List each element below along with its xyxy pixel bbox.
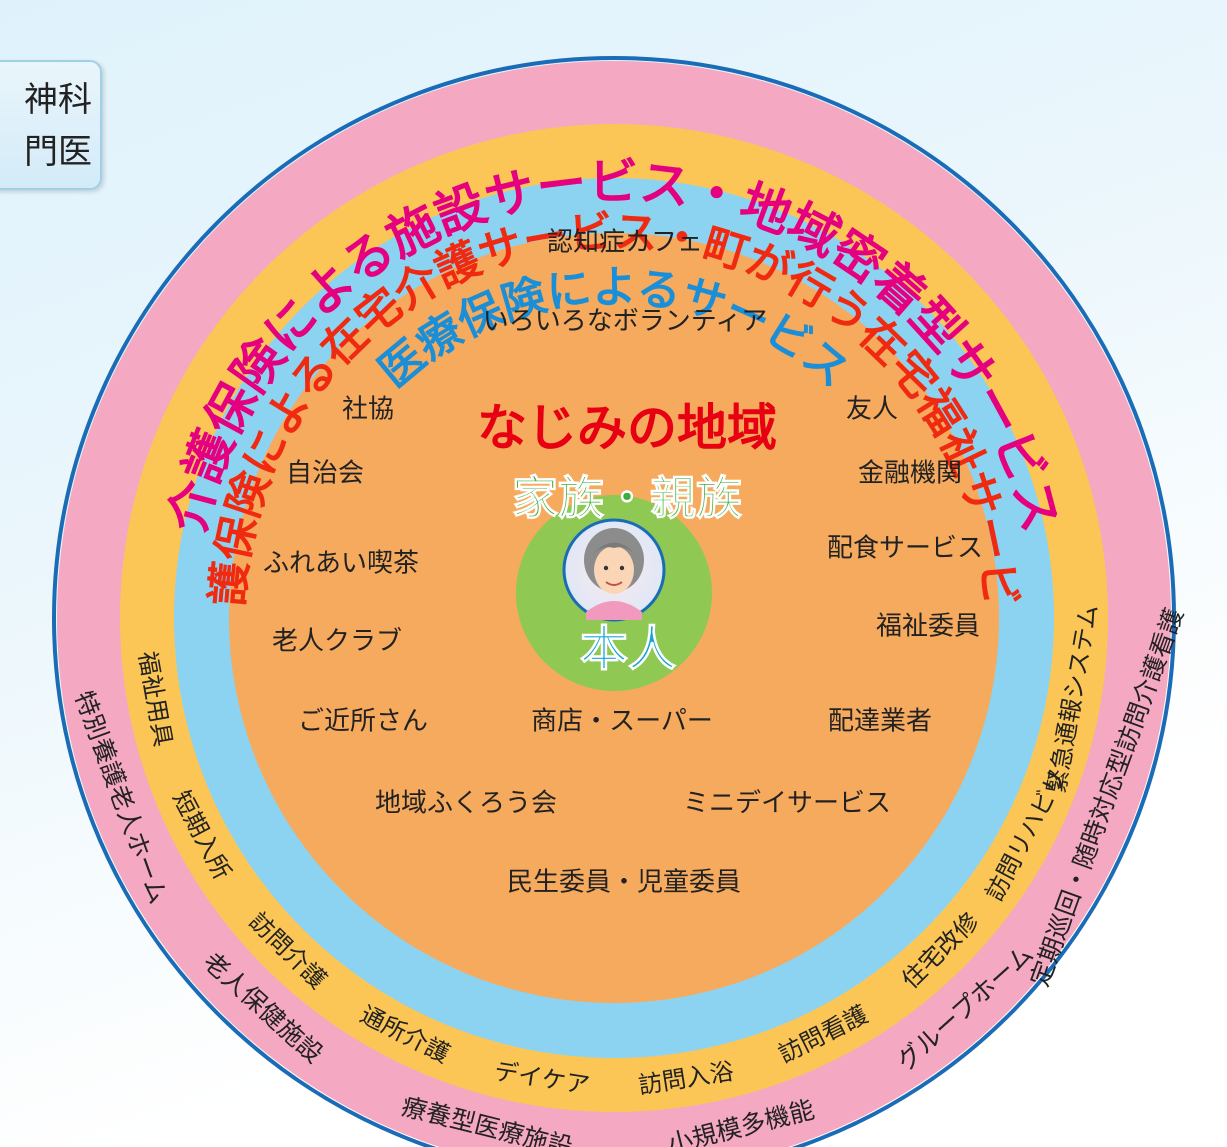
community-item-2: 社協 [342, 395, 394, 425]
self-title: 本人 [580, 621, 676, 677]
outer-ring-border [52, 56, 1176, 1147]
side-label-line2: 門医 [24, 132, 92, 172]
person-avatar-icon [584, 528, 644, 620]
community-item-3: 友人 [846, 395, 898, 425]
community-item-4: 自治会 [286, 459, 364, 489]
community-item-11: 商店・スーパー [531, 707, 713, 737]
community-title: なじみの地域 [477, 399, 777, 457]
community-item-6: 配食サービス [827, 534, 983, 564]
community-item-10: ご近所さん [298, 707, 428, 737]
community-item-14: ミニデイサービス [683, 789, 891, 819]
community-item-13: 地域ふくろう会 [375, 789, 557, 819]
side-label-box: 神科 門医 [0, 60, 102, 190]
community-item-8: 福祉委員 [876, 612, 980, 642]
community-item-9: 老人クラブ [272, 627, 402, 657]
community-item-15: 民生委員・児童委員 [507, 868, 741, 898]
community-item-7: ふれあい喫茶 [263, 549, 419, 579]
community-item-12: 配達業者 [828, 707, 932, 737]
family-title: 家族・親族 [512, 471, 742, 525]
community-item-5: 金融機関 [858, 459, 962, 489]
side-label-line1: 神科 [24, 80, 92, 120]
community-item-0: 認知症カフェ [547, 228, 703, 258]
community-item-1: いろいろなボランティア [483, 307, 767, 337]
